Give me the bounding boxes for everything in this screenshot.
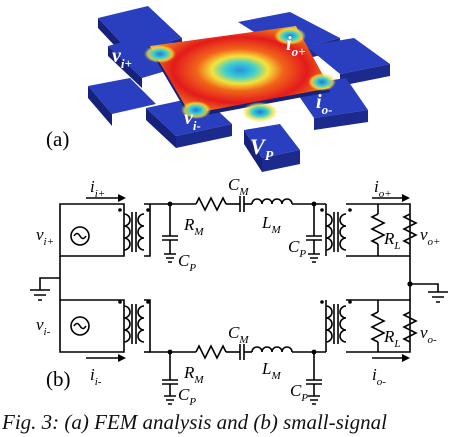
label-cp-bl: CP bbox=[178, 385, 196, 408]
label-vi-plus-a: vi+ bbox=[112, 45, 132, 71]
panel-a-tag: (a) bbox=[46, 127, 69, 151]
transformer-right-top bbox=[320, 208, 352, 252]
figure-caption: Fig. 3: (a) FEM analysis and (b) small-s… bbox=[2, 410, 387, 434]
label-rl-top: RL bbox=[383, 229, 401, 252]
label-io-plus-a: io+ bbox=[286, 33, 305, 59]
label-cm-top: CM bbox=[228, 175, 249, 198]
port-vp bbox=[244, 124, 300, 172]
label-rm-bot: RM bbox=[183, 363, 204, 386]
transformer-left-bottom bbox=[118, 300, 150, 344]
source-top bbox=[70, 226, 90, 246]
source-bottom bbox=[70, 316, 90, 336]
label-cp-tr: CP bbox=[288, 237, 306, 260]
output-stage bbox=[346, 194, 448, 362]
label-io-plus: io+ bbox=[374, 177, 392, 200]
label-cm-bot: CM bbox=[228, 323, 249, 346]
fem-plate bbox=[144, 26, 336, 122]
label-io-minus: io- bbox=[372, 365, 386, 388]
label-ii-minus: ii- bbox=[90, 365, 102, 388]
branch-top bbox=[144, 196, 327, 263]
label-vi-plus: vi+ bbox=[36, 225, 54, 248]
label-vo-plus: vo+ bbox=[420, 225, 440, 248]
label-cp-br: CP bbox=[290, 381, 308, 404]
label-io-minus-a: io- bbox=[316, 91, 332, 117]
label-rl-bot: RL bbox=[383, 327, 401, 350]
panel-b-tag: (b) bbox=[46, 367, 71, 391]
input-stage bbox=[30, 194, 126, 362]
circuit-panel: ii+ vi+ vi- ii- CM RM LM CP CP CM RM LM … bbox=[30, 175, 448, 408]
label-ii-plus: ii+ bbox=[90, 177, 105, 200]
transformer-right-bottom bbox=[320, 300, 352, 344]
label-vi-minus-a: vi- bbox=[184, 107, 201, 133]
label-cp-tl: CP bbox=[178, 251, 196, 274]
label-rm-top: RM bbox=[183, 215, 204, 238]
label-lm-bot: LM bbox=[261, 359, 281, 382]
fem-panel: vi+ io+ vi- io- VP (a) bbox=[46, 6, 390, 172]
transformer-left-top bbox=[118, 208, 150, 252]
label-lm-top: LM bbox=[261, 213, 281, 236]
label-vo-minus: vo- bbox=[420, 323, 437, 346]
label-vi-minus: vi- bbox=[36, 315, 51, 338]
label-vp-a: VP bbox=[250, 134, 274, 164]
branch-bottom bbox=[144, 299, 327, 405]
